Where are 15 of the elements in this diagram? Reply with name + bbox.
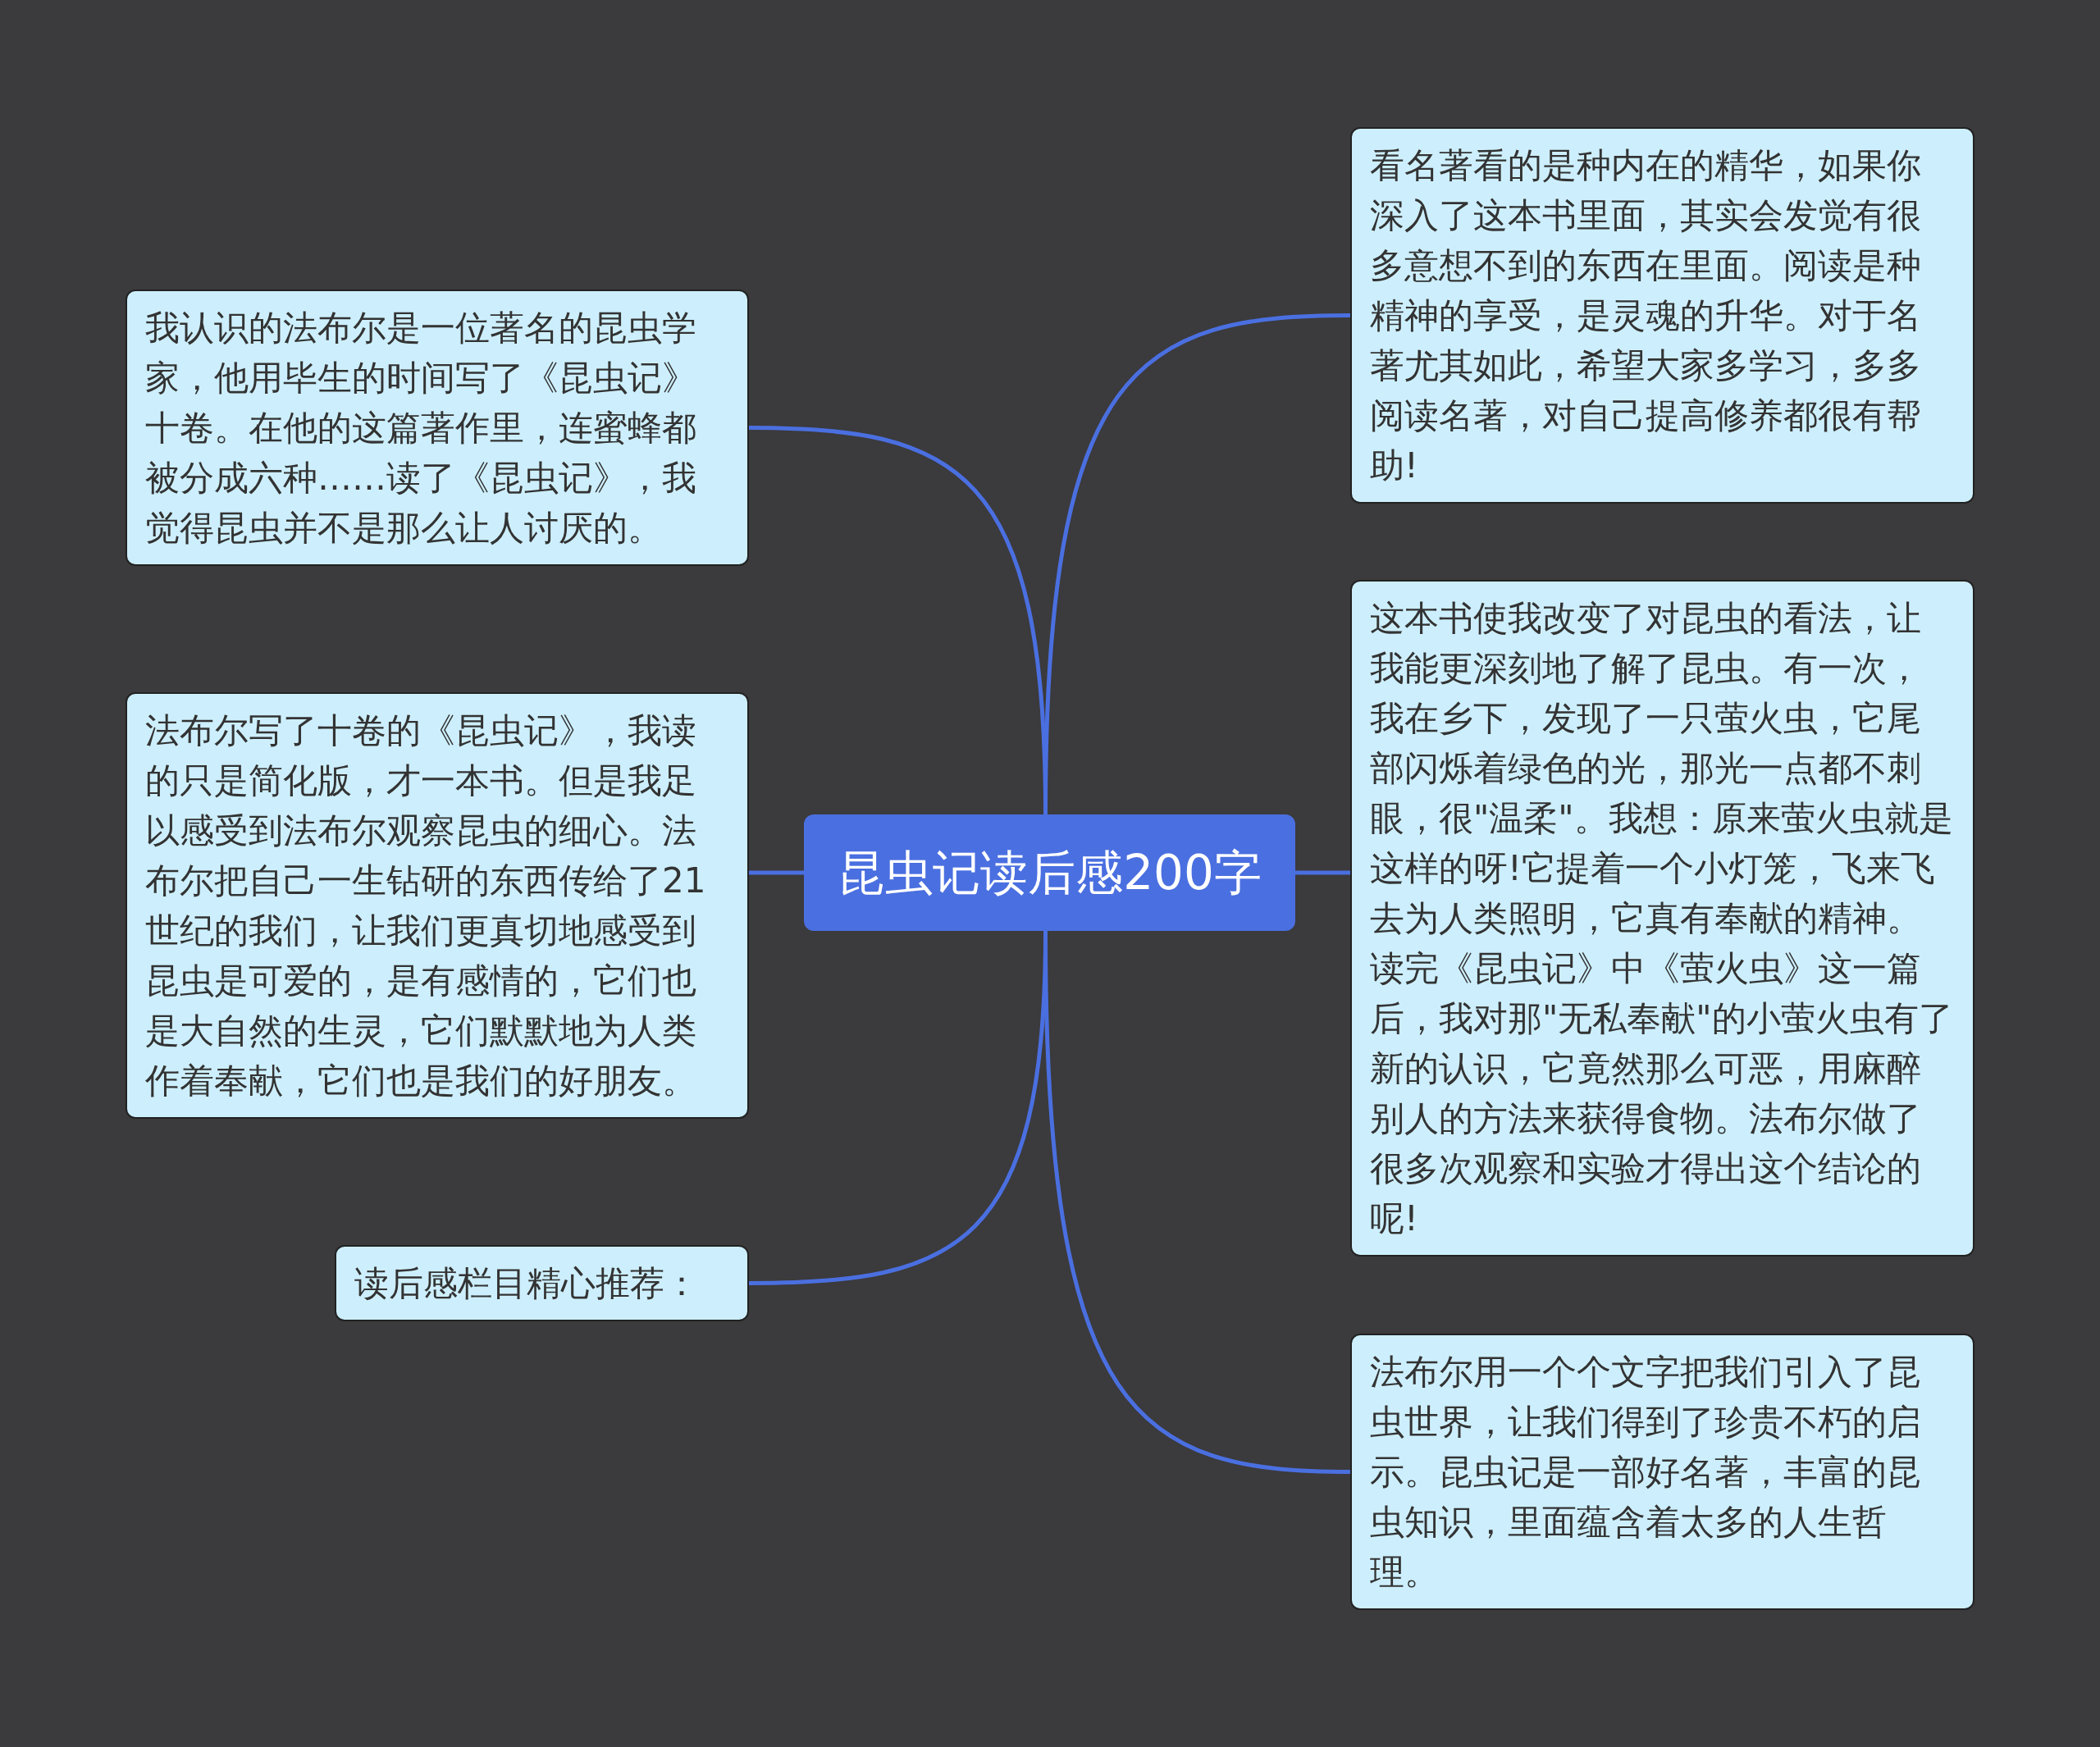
- topic-box: [1350, 127, 1974, 504]
- topic-title: 昆虫记读后感200字: [838, 844, 1262, 901]
- topic-text: 法布尔写了十卷的《昆虫记》，我读的只是简化版，才一本书。但是我足以感受到法布尔观察昆虫的细心。法布尔把自己一生钻研的东西传给了21世纪的我们，让我们更真切地感受到昆虫是可爱的，是有感情的，它们也是大自然的生灵，它们默默地为人类作着奉献，它们也是我们的好朋友。: [145, 710, 706, 1101]
- connector-line: [749, 870, 804, 875]
- topic-text: 法布尔用一个个文字把我们引入了昆虫世界，让我们得到了珍贵不朽的启示。昆虫记是一部好名著，丰富的昆虫知识，里面蕴含着太多的人生哲理。: [1370, 1352, 1921, 1592]
- topic-box: [335, 1245, 749, 1321]
- topic-text: 读后感栏目精心推荐：: [354, 1263, 699, 1303]
- topic-text: 这本书使我改变了对昆虫的看法，让我能更深刻地了解了昆虫。有一次，我在乡下，发现了一只萤火虫，它尾部闪烁着绿色的光，那光一点都不刺眼，很"温柔"。我想：原来萤火虫就是这样的呀!它提着一个小灯笼，飞来飞去为人类照明，它真有奉献的精神。读完《昆虫记》中《萤火虫》这一篇后，我对那"无私奉献"的小萤火虫有了新的认识，它竟然那么可恶，用麻醉别人的方法来获得食物。法布尔做了很多次观察和实验才得出这个结论的呢!: [1370, 598, 1953, 1238]
- topic-box: [1350, 1334, 1974, 1610]
- topic-text: 看名著看的是种内在的精华，如果你深入了这本书里面，其实会发觉有很多意想不到的东西在里面。阅读是种精神的享受，是灵魂的升华。对于名著尤其如此，希望大家多学习，多多阅读名著，对自己提高修养都很有帮助!: [1370, 145, 1921, 486]
- topic-box: [126, 692, 749, 1119]
- central-topic: [804, 814, 1295, 931]
- connector-line: [1295, 870, 1350, 875]
- topic-box: [126, 290, 749, 566]
- topic-text: 我认识的法布尔是一位著名的昆虫学家，他用毕生的时间写了《昆虫记》十卷。在他的这篇著作里，连蜜蜂都被分成六种……读了《昆虫记》，我觉得昆虫并不是那么让人讨厌的。: [145, 308, 696, 548]
